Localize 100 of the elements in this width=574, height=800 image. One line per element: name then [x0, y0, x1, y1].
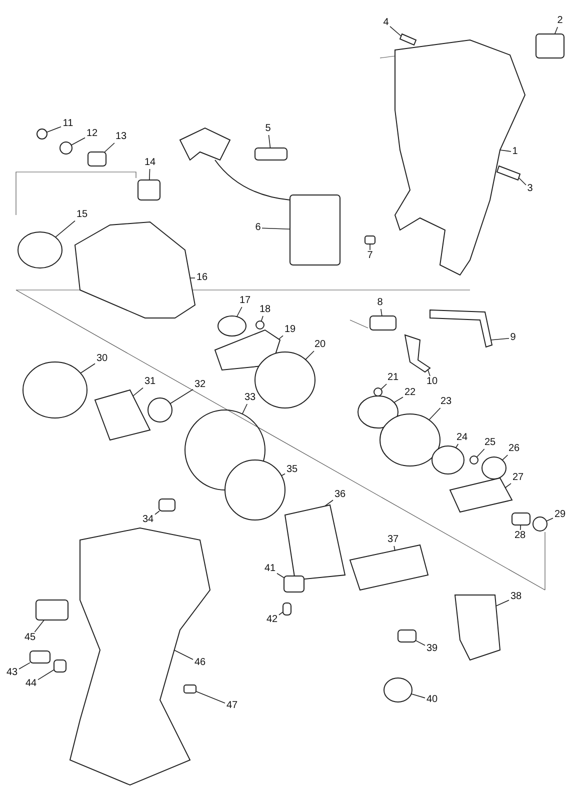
- callout-number: 22: [403, 387, 417, 399]
- leader-line: [428, 408, 441, 420]
- gear-part: [482, 456, 506, 480]
- leader-line: [281, 473, 286, 476]
- leader-line: [276, 572, 284, 578]
- callout-number: 45: [23, 632, 37, 644]
- bracket-part: [404, 334, 431, 373]
- callout-number: 12: [85, 128, 99, 140]
- callout-number: 34: [141, 514, 155, 526]
- leader-line: [278, 612, 284, 616]
- leader-line: [518, 178, 526, 186]
- leader-line: [236, 306, 242, 318]
- leader-line: [504, 482, 512, 488]
- leader-line: [502, 454, 508, 460]
- ball-bearing: [148, 398, 172, 422]
- ring-part: [22, 362, 88, 418]
- leader-line: [380, 384, 387, 390]
- leader-line: [104, 142, 115, 152]
- callout-number: 7: [366, 250, 374, 262]
- callout-number: 37: [386, 534, 400, 546]
- carbon-brush: [398, 630, 416, 642]
- callout-number: 4: [382, 17, 390, 29]
- housing-half: [394, 39, 526, 276]
- callout-number: 42: [265, 614, 279, 626]
- washer-part: [432, 446, 464, 474]
- leader-line: [196, 691, 226, 704]
- callout-number: 5: [264, 123, 272, 135]
- callout-number: 19: [283, 324, 297, 336]
- callout-number: 28: [513, 530, 527, 542]
- leader-line: [476, 448, 485, 458]
- leader-line: [18, 662, 30, 670]
- washer-part: [218, 316, 246, 336]
- callout-number: 44: [24, 678, 38, 690]
- callout-number: 47: [225, 700, 239, 712]
- steel-ball: [374, 388, 382, 396]
- washer-part: [532, 516, 548, 532]
- rubber-pin: [184, 684, 196, 694]
- callout-number: 35: [285, 464, 299, 476]
- retaining-ring: [36, 128, 48, 140]
- callout-number: 41: [263, 563, 277, 575]
- motor-housing: [224, 460, 286, 520]
- callout-number: 20: [313, 339, 327, 351]
- sleeve-part: [138, 180, 160, 200]
- callout-number: 43: [5, 667, 19, 679]
- pin-part: [364, 236, 376, 244]
- callout-number: 23: [439, 396, 453, 408]
- label-plate: [36, 600, 68, 620]
- plate-part: [284, 576, 304, 592]
- callout-number: 36: [333, 489, 347, 501]
- callout-number: 13: [114, 131, 128, 143]
- steel-ball: [256, 320, 264, 330]
- leader-line: [70, 137, 86, 146]
- screw: [158, 498, 176, 512]
- callout-number: 33: [243, 392, 257, 404]
- callout-number: 31: [143, 376, 157, 388]
- leader-line: [34, 620, 45, 632]
- callout-number: 15: [75, 209, 89, 221]
- screw: [30, 650, 50, 664]
- hammer-part: [254, 352, 316, 408]
- switch-block: [290, 194, 340, 266]
- magnet-part: [284, 504, 346, 581]
- front-cover: [74, 221, 196, 318]
- ring-part: [60, 142, 72, 154]
- leader-line: [80, 363, 96, 374]
- cap-ring: [18, 232, 62, 268]
- leader-line: [520, 524, 522, 530]
- brush-cap: [384, 678, 412, 702]
- leader-line: [416, 640, 426, 646]
- leader-line: [38, 669, 54, 680]
- callout-number: 17: [238, 295, 252, 307]
- callout-number: 14: [143, 157, 157, 169]
- leader-line: [132, 387, 144, 396]
- anvil-part: [214, 329, 281, 371]
- housing-half: [69, 528, 211, 786]
- brush-holder: [454, 594, 501, 661]
- callout-number: 26: [507, 443, 521, 455]
- callout-number: 8: [376, 297, 384, 309]
- callout-number: 1: [511, 146, 519, 158]
- leader-line: [268, 134, 271, 148]
- leader-line: [394, 546, 396, 552]
- nut-part: [54, 660, 66, 672]
- leader-line: [496, 600, 510, 606]
- callout-number: 3: [526, 183, 534, 195]
- leader-line: [455, 444, 459, 448]
- callout-number: 29: [553, 509, 567, 521]
- callout-number: 21: [386, 372, 400, 384]
- callout-number: 11: [61, 118, 75, 130]
- leader-line: [490, 338, 510, 340]
- callout-number: 32: [193, 379, 207, 391]
- leader-line: [174, 650, 194, 660]
- gear-housing: [94, 389, 151, 441]
- washer-part: [358, 396, 398, 428]
- leader-line: [546, 518, 554, 522]
- screw: [399, 33, 417, 46]
- leader-line: [278, 335, 284, 340]
- screw: [282, 602, 292, 616]
- callout-number: 10: [425, 376, 439, 388]
- leader-line: [410, 694, 426, 698]
- label-plate: [536, 34, 564, 58]
- leader-line: [394, 396, 404, 403]
